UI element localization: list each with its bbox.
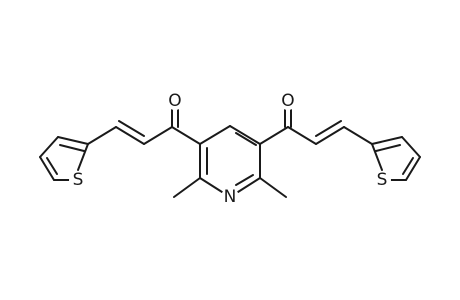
atom-label-left-oxygen: O — [166, 91, 184, 111]
alkene-bond — [315, 126, 345, 145]
ring-bond — [229, 125, 261, 145]
thiophene-bond — [371, 143, 383, 171]
alkene-double-bond — [118, 120, 145, 137]
pyridine-ring — [199, 125, 261, 193]
thiophene-bond — [371, 136, 403, 145]
left-enone-chain — [87, 107, 201, 145]
thiophene-bond — [39, 136, 59, 158]
atom-label-right-sulfur: S — [373, 170, 391, 190]
thiophene-double-bond — [59, 144, 85, 152]
left-thiophene-sulfur-label: S — [73, 170, 84, 190]
alkene-double-bond — [315, 120, 342, 137]
alkene-to-thiophene-bond — [87, 126, 117, 145]
thiophene-double-bond — [46, 157, 58, 175]
pyridine-nitrogen-label: N — [224, 187, 237, 207]
ring-double-bond — [235, 174, 254, 186]
right-thiophene-sulfur-label: S — [377, 170, 388, 190]
left-carbonyl-oxygen-label: O — [168, 91, 181, 111]
atom-label-left-sulfur: S — [69, 170, 87, 190]
carbonyl-to-alkene-bond — [287, 126, 317, 145]
thiophene-bond — [405, 156, 421, 181]
left-methyl-bond — [173, 177, 201, 198]
thiophene-double-bond — [402, 157, 414, 175]
alkene-to-thiophene-bond — [343, 126, 373, 145]
thiophene-bond — [77, 143, 89, 171]
thiophene-bond — [39, 156, 55, 181]
ring-bond — [237, 177, 261, 193]
carbonyl-to-alkene-bond — [143, 126, 173, 145]
atom-label-right-oxygen: O — [279, 91, 297, 111]
right-methyl-bond — [259, 177, 287, 198]
atom-label-nitrogen: N — [221, 187, 239, 207]
thiophene-bond — [401, 136, 421, 158]
ring-double-bond — [235, 132, 257, 146]
right-enone-chain — [259, 107, 373, 145]
ring-bond — [199, 177, 223, 193]
alkene-bond — [115, 126, 145, 145]
ring-bond — [199, 125, 231, 145]
ring-to-carbonyl-bond — [171, 126, 201, 145]
ring-to-carbonyl-bond — [259, 126, 289, 145]
thiophene-double-bond — [375, 144, 401, 152]
thiophene-bond — [57, 136, 89, 145]
right-carbonyl-oxygen-label: O — [281, 91, 294, 111]
